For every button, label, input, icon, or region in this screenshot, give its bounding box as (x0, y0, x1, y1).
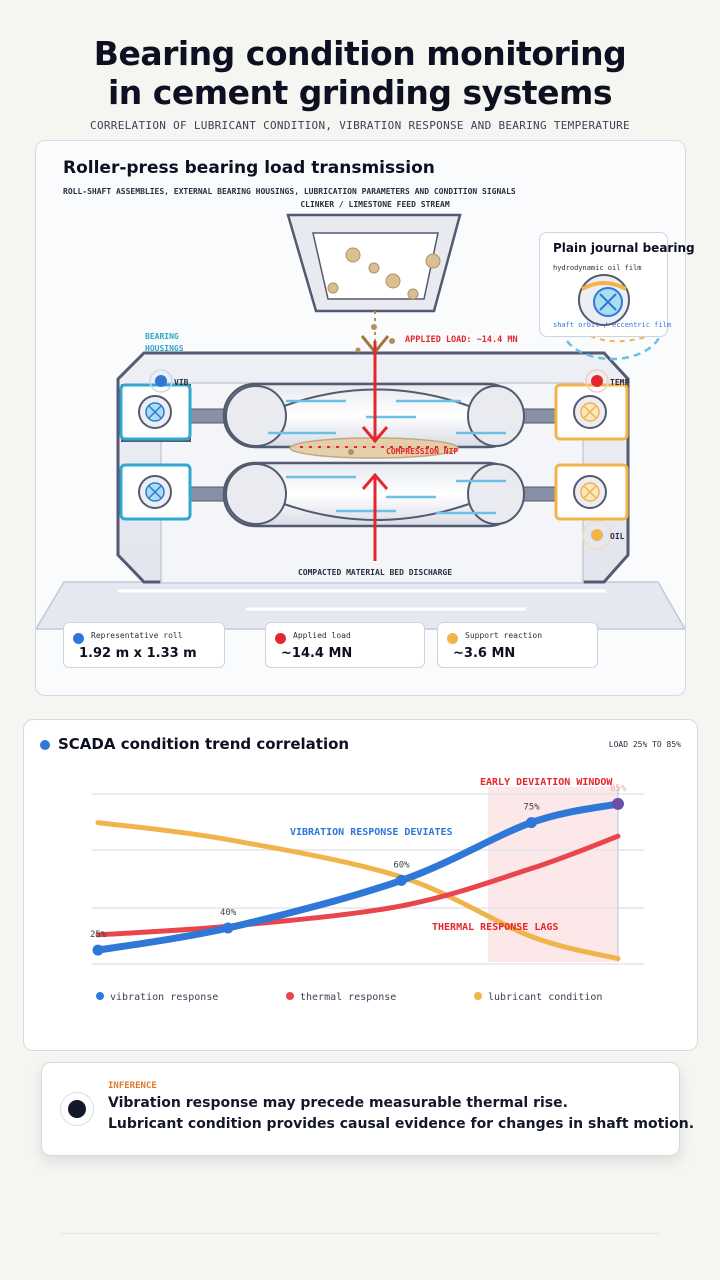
legend-lubricant: lubricant condition (474, 992, 602, 1003)
inset-orbit-label: shaft orbit / eccentric film (553, 321, 672, 329)
compression-nip-label: COMPRESSION NIP (386, 447, 458, 456)
roller-press-panel: Roller-press bearing load transmission R… (35, 140, 686, 696)
legend-label: thermal response (300, 992, 397, 1003)
bearing-housing-upper-right (554, 383, 629, 441)
vibration-sensor (149, 369, 173, 393)
stat-value: ~14.4 MN (281, 646, 353, 661)
legend-thermal: thermal response (286, 992, 396, 1003)
feed-stream-label: CLINKER / LIMESTONE FEED STREAM (300, 200, 449, 209)
inference-icon (60, 1092, 94, 1126)
trend-panel-title: SCADA condition trend correlation (58, 735, 350, 753)
press-panel-title: Roller-press bearing load transmission (63, 158, 435, 178)
legend-swatch (474, 992, 482, 1000)
bearing-housing-upper-left (119, 383, 192, 442)
title-line-1: Bearing condition monitoring (93, 34, 627, 73)
inference-line-2: Lubricant condition provides causal evid… (108, 1116, 695, 1132)
legend-swatch (96, 992, 104, 1000)
temp-label: TEMP (610, 378, 629, 387)
applied-load-label: APPLIED LOAD: ~14.4 MN (405, 335, 518, 345)
lower-roll (222, 461, 525, 528)
journal-bearing-inset: Plain journal bearing hydrodynamic oil f… (539, 232, 695, 337)
page-title: Bearing condition monitoring in cement g… (0, 34, 720, 112)
stat-dot (447, 633, 458, 644)
bearing-housing-lower-right (554, 463, 629, 521)
temperature-sensor (585, 369, 609, 393)
title-line-2: in cement grinding systems (108, 73, 612, 112)
inset-title: Plain journal bearing (553, 241, 695, 255)
feed-hopper (286, 213, 462, 313)
applied-load-arrow-down (361, 341, 389, 444)
vib-label: VIB (174, 378, 189, 387)
footer-divider (60, 1233, 660, 1234)
inference-panel (41, 1062, 680, 1156)
stat-support-reaction: Support reaction ~3.6 MN (437, 622, 598, 668)
legend-label: vibration response (110, 992, 219, 1003)
stat-label: Support reaction (465, 631, 543, 640)
inference-line-1: Vibration response may precede measurabl… (108, 1095, 568, 1111)
stat-dot (73, 633, 84, 644)
press-panel-subtitle: ROLL-SHAFT ASSEMBLIES, EXTERNAL BEARING … (63, 187, 516, 196)
stat-value: ~3.6 MN (453, 646, 516, 661)
legend-vibration: vibration response (96, 992, 218, 1003)
bearing-housings-label-1: BEARING (145, 332, 179, 341)
page-subtitle: CORRELATION OF LUBRICANT CONDITION, VIBR… (90, 119, 630, 132)
trend-range-label: LOAD 25% TO 85% (608, 740, 681, 749)
legend-label: lubricant condition (488, 992, 603, 1003)
stat-label: Applied load (293, 631, 351, 640)
stat-value: 1.92 m x 1.33 m (79, 646, 197, 661)
base-platform (36, 581, 685, 630)
stat-label: Representative roll (91, 631, 183, 640)
trend-title-dot (40, 740, 50, 750)
bearing-housing-lower-left (119, 463, 192, 521)
bearing-housings-label-2: HOUSINGS (145, 344, 184, 353)
support-reaction-arrow-up (361, 472, 389, 561)
stat-roll-size: Representative roll 1.92 m x 1.33 m (63, 622, 225, 668)
stat-dot (275, 633, 286, 644)
inset-film-label: hydrodynamic oil film (553, 264, 642, 272)
oil-label: OIL (610, 532, 625, 541)
discharge-label: COMPACTED MATERIAL BED DISCHARGE (298, 568, 452, 577)
inference-tag: INFERENCE (108, 1081, 157, 1091)
stat-applied-load: Applied load ~14.4 MN (265, 622, 425, 668)
oil-sensor (582, 520, 612, 550)
roller-press-diagram: CLINKER / LIMESTONE FEED STREAM APPLIED … (36, 200, 685, 630)
journal-bearing-graphic (578, 274, 630, 326)
legend-swatch (286, 992, 294, 1000)
